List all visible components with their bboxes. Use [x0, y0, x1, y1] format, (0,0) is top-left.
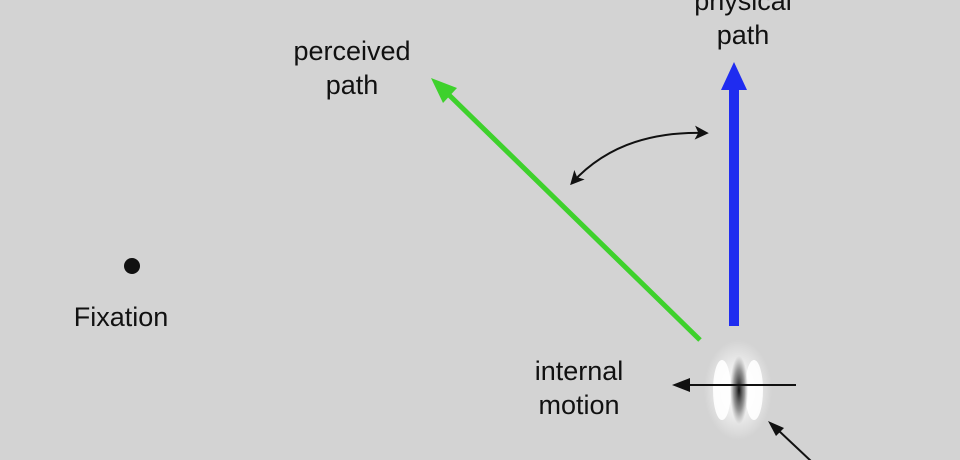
gabor-patch-icon	[704, 340, 772, 440]
perceived-label-line2: path	[325, 70, 379, 100]
physical-path-label: physical path	[668, 0, 818, 52]
fixation-dot-icon	[124, 258, 140, 274]
internal-motion-arrow	[672, 378, 796, 392]
physical-path-arrow	[721, 62, 747, 326]
angle-curved-arrow	[570, 125, 709, 186]
perceived-label-line1: perceived	[293, 36, 411, 66]
fixation-label: Fixation	[56, 300, 186, 334]
internal-label-line2: motion	[538, 390, 620, 420]
perceived-path-label: perceived path	[272, 34, 432, 102]
physical-label-line1: physical	[694, 0, 792, 16]
physical-label-line2: path	[716, 20, 770, 50]
stimulus-pointer-arrow	[768, 421, 812, 460]
perceived-path-arrow	[431, 78, 702, 342]
internal-motion-label: internal motion	[508, 354, 650, 422]
fixation-label-text: Fixation	[73, 302, 169, 332]
internal-label-line1: internal	[534, 356, 624, 386]
